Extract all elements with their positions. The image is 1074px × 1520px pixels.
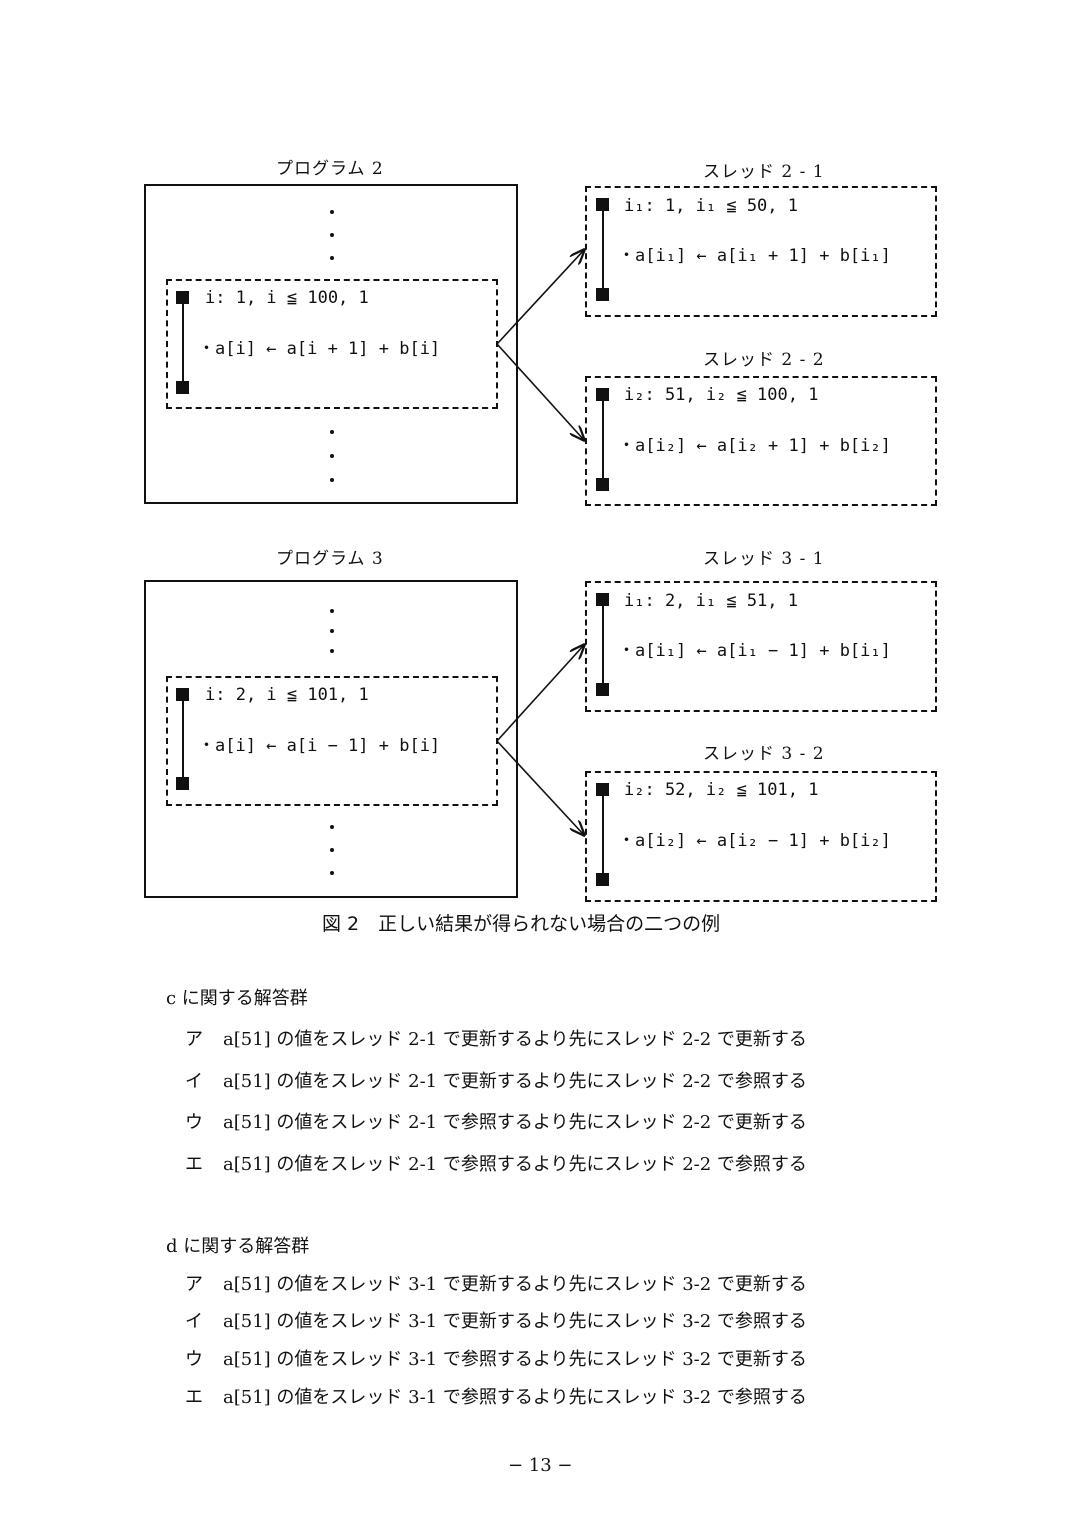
thread2-2-loop-header: i₂: 51, i₂ ≦ 100, 1 — [624, 385, 819, 405]
option-text: a[51] の値をスレッド 2-1 で更新するより先にスレッド 2-2 で参照す… — [223, 1071, 807, 1092]
option-text: a[51] の値をスレッド 2-1 で参照するより先にスレッド 2-2 で更新す… — [223, 1112, 807, 1133]
thread2-2-loop-body: ・a[i₂] ← a[i₂ + 1] + b[i₂] — [618, 436, 891, 456]
answers-d-heading: d に関する解答群 — [166, 1236, 310, 1257]
thread2-1-loop-header: i₁: 1, i₁ ≦ 50, 1 — [624, 196, 798, 216]
loop-end-marker — [596, 873, 609, 886]
option-text: a[51] の値をスレッド 2-1 で更新するより先にスレッド 2-2 で更新す… — [223, 1029, 807, 1050]
option-label: エ — [185, 1387, 203, 1408]
option-text: a[51] の値をスレッド 3-1 で更新するより先にスレッド 3-2 で更新す… — [223, 1274, 807, 1295]
ellipsis-dot — [330, 825, 334, 829]
option-text: a[51] の値をスレッド 3-1 で参照するより先にスレッド 3-2 で更新す… — [223, 1349, 807, 1370]
option-text: a[51] の値をスレッド 3-1 で更新するより先にスレッド 3-2 で参照す… — [223, 1311, 807, 1332]
loop-bar — [182, 698, 184, 782]
loop-start-marker — [176, 688, 189, 701]
ellipsis-dot — [330, 233, 334, 237]
loop-end-marker — [176, 381, 189, 394]
thread2-1-loop-body: ・a[i₁] ← a[i₁ + 1] + b[i₁] — [618, 246, 891, 266]
program2-title: プログラム 2 — [276, 159, 384, 179]
thread3-2-title: スレッド 3 - 2 — [703, 744, 825, 764]
loop-bar — [602, 397, 604, 481]
ellipsis-dot — [330, 454, 334, 458]
program3-loop-header: i: 2, i ≦ 101, 1 — [205, 685, 369, 705]
loop-end-marker — [176, 777, 189, 790]
option-label: イ — [185, 1071, 203, 1092]
program2-loop-header: i: 1, i ≦ 100, 1 — [205, 288, 369, 308]
option-text: a[51] の値をスレッド 3-1 で参照するより先にスレッド 3-2 で参照す… — [223, 1387, 807, 1408]
thread2-2-title: スレッド 2 - 2 — [703, 350, 825, 370]
answer-option: イ a[51] の値をスレッド 3-1 で更新するより先にスレッド 3-2 で参照… — [185, 1307, 807, 1333]
answer-option: ウ a[51] の値をスレッド 2-1 で参照するより先にスレッド 2-2 で更新… — [185, 1108, 807, 1134]
program3-title: プログラム 3 — [276, 549, 384, 569]
loop-bar — [602, 603, 604, 687]
loop-bar — [602, 208, 604, 292]
loop-end-marker — [596, 288, 609, 301]
loop-start-marker — [596, 198, 609, 211]
answer-option: ア a[51] の値をスレッド 2-1 で更新するより先にスレッド 2-2 で更新… — [185, 1025, 807, 1051]
arrow-to-thread3-2 — [496, 740, 584, 835]
loop-bar — [602, 793, 604, 877]
thread2-1-title: スレッド 2 - 1 — [703, 162, 825, 182]
answer-option: ア a[51] の値をスレッド 3-1 で更新するより先にスレッド 3-2 で更新… — [185, 1270, 807, 1296]
ellipsis-dot — [330, 848, 334, 852]
option-label: ア — [185, 1029, 203, 1050]
ellipsis-dot — [330, 871, 334, 875]
arrow-to-thread3-1 — [496, 645, 584, 742]
loop-end-marker — [596, 683, 609, 696]
ellipsis-dot — [330, 609, 334, 613]
loop-end-marker — [596, 478, 609, 491]
answer-option: ウ a[51] の値をスレッド 3-1 で参照するより先にスレッド 3-2 で更新… — [185, 1345, 807, 1371]
loop-start-marker — [596, 388, 609, 401]
program3-loop-body: ・a[i] ← a[i − 1] + b[i] — [198, 736, 441, 756]
answer-option: イ a[51] の値をスレッド 2-1 で更新するより先にスレッド 2-2 で参照… — [185, 1067, 807, 1093]
option-text: a[51] の値をスレッド 2-1 で参照するより先にスレッド 2-2 で参照す… — [223, 1154, 807, 1175]
option-label: ウ — [185, 1349, 203, 1370]
option-label: イ — [185, 1311, 203, 1332]
page-number: − 13 − — [508, 1455, 573, 1476]
thread3-1-title: スレッド 3 - 1 — [703, 549, 825, 569]
ellipsis-dot — [330, 649, 334, 653]
thread3-1-loop-header: i₁: 2, i₁ ≦ 51, 1 — [624, 591, 798, 611]
answer-option: エ a[51] の値をスレッド 3-1 で参照するより先にスレッド 3-2 で参照… — [185, 1383, 807, 1409]
program3-box — [144, 580, 518, 898]
arrow-to-thread2-1 — [496, 250, 584, 345]
ellipsis-dot — [330, 478, 334, 482]
ellipsis-dot — [330, 430, 334, 434]
option-label: エ — [185, 1154, 203, 1175]
ellipsis-dot — [330, 256, 334, 260]
option-label: ウ — [185, 1112, 203, 1133]
figure-caption: 図 2 正しい結果が得られない場合の二つの例 — [322, 913, 721, 935]
thread3-2-loop-body: ・a[i₂] ← a[i₂ − 1] + b[i₂] — [618, 831, 891, 851]
thread3-1-loop-body: ・a[i₁] ← a[i₁ − 1] + b[i₁] — [618, 641, 891, 661]
answers-c-heading: c に関する解答群 — [166, 988, 308, 1009]
loop-start-marker — [176, 291, 189, 304]
program2-box — [144, 184, 518, 504]
loop-start-marker — [596, 783, 609, 796]
loop-bar — [182, 300, 184, 384]
ellipsis-dot — [330, 210, 334, 214]
program2-loop-body: ・a[i] ← a[i + 1] + b[i] — [198, 339, 441, 359]
ellipsis-dot — [330, 629, 334, 633]
thread3-2-loop-header: i₂: 52, i₂ ≦ 101, 1 — [624, 780, 819, 800]
loop-start-marker — [596, 593, 609, 606]
answer-option: エ a[51] の値をスレッド 2-1 で参照するより先にスレッド 2-2 で参照… — [185, 1150, 807, 1176]
option-label: ア — [185, 1274, 203, 1295]
arrow-to-thread2-2 — [496, 343, 584, 440]
